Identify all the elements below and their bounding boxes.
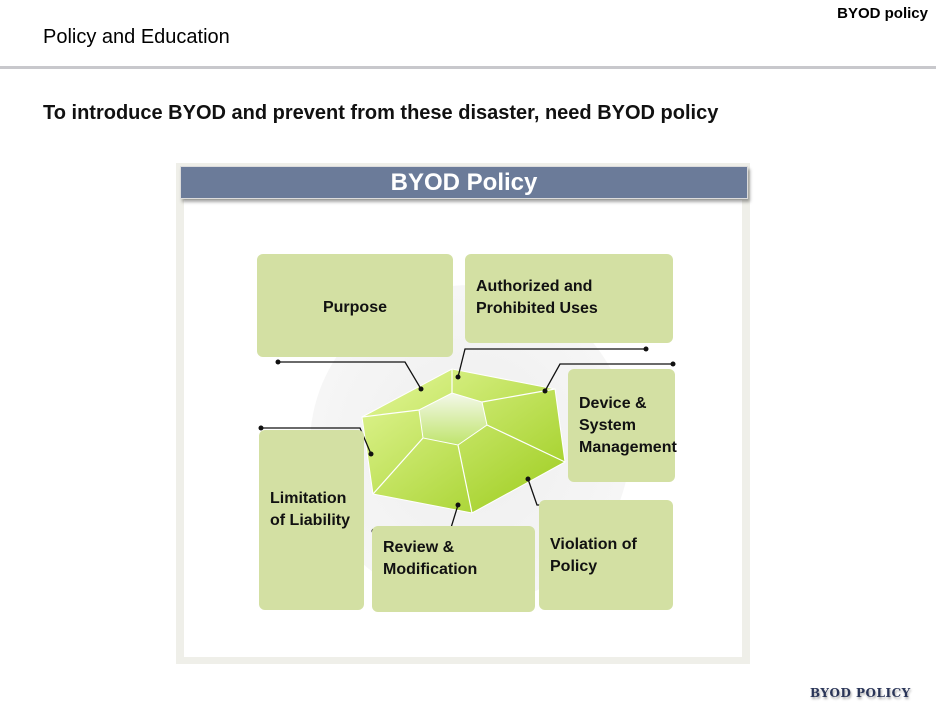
item-review-modification: Review & Modification [372,526,535,612]
item-violation-policy: Violation of Policy [539,500,673,610]
diagram-title: BYOD Policy [180,166,748,199]
item-label: Authorized and Prohibited Uses [476,278,598,317]
section-label: BYOD policy [837,5,928,22]
footer-logo: BYOD POLICY [810,686,911,700]
gem-center [418,392,488,446]
item-label: Violation of Policy [550,536,637,575]
item-label: Purpose [322,299,387,316]
item-label: Review & Modification [383,539,478,578]
slide-subtitle: To introduce BYOD and prevent from these… [43,102,719,124]
header-divider [0,66,936,69]
connector-lines [261,348,673,532]
item-limitation-liability: Limitation of Liability [259,430,364,610]
item-label: Device & System Management [579,395,677,456]
item-purpose: Purpose [257,254,453,357]
page-title: Policy and Education [43,26,230,48]
item-label: Limitation of Liability [270,490,350,529]
item-device-management: Device & System Management [568,369,677,482]
connector-dots [258,346,676,534]
item-authorized-uses: Authorized and Prohibited Uses [465,254,673,343]
